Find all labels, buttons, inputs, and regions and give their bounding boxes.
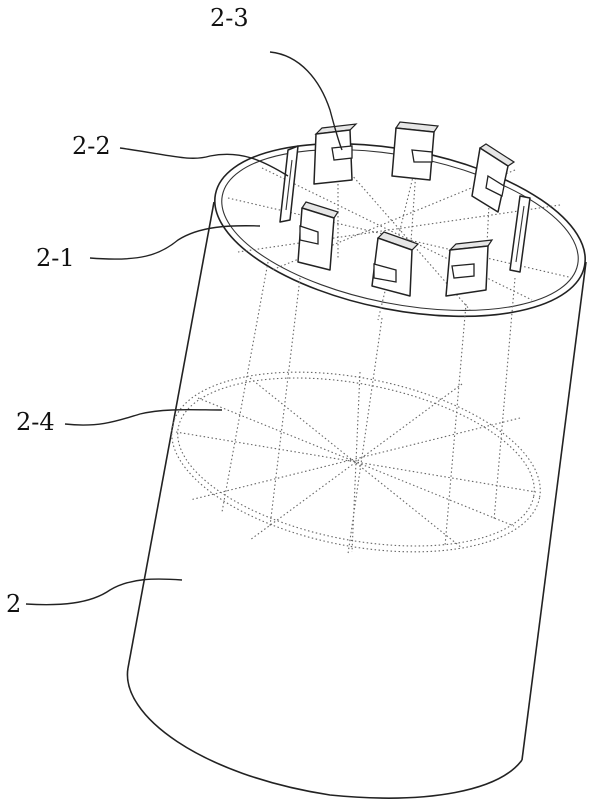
leader-2-4 (64, 408, 223, 426)
middle-disc (171, 371, 541, 553)
label-2-2: 2-2 (72, 132, 111, 160)
leader-2 (25, 578, 183, 606)
clip-right (509, 195, 531, 273)
tab-back-left (313, 123, 358, 185)
cylinder-body (126, 201, 587, 799)
label-2: 2 (6, 590, 22, 618)
vertical-supports (221, 169, 516, 555)
tab-front-center (371, 231, 420, 297)
label-2-4: 2-4 (16, 408, 55, 436)
tab-front-right (445, 239, 494, 297)
clip-left (279, 145, 299, 223)
leader-2-2 (119, 147, 289, 177)
leader-2-3 (269, 51, 343, 151)
leader-2-1 (89, 225, 261, 260)
label-2-1: 2-1 (36, 244, 75, 272)
tab-back-right (471, 143, 516, 213)
tab-front-left (297, 201, 339, 271)
tab-back-center (391, 121, 440, 181)
label-2-3: 2-3 (210, 4, 249, 32)
